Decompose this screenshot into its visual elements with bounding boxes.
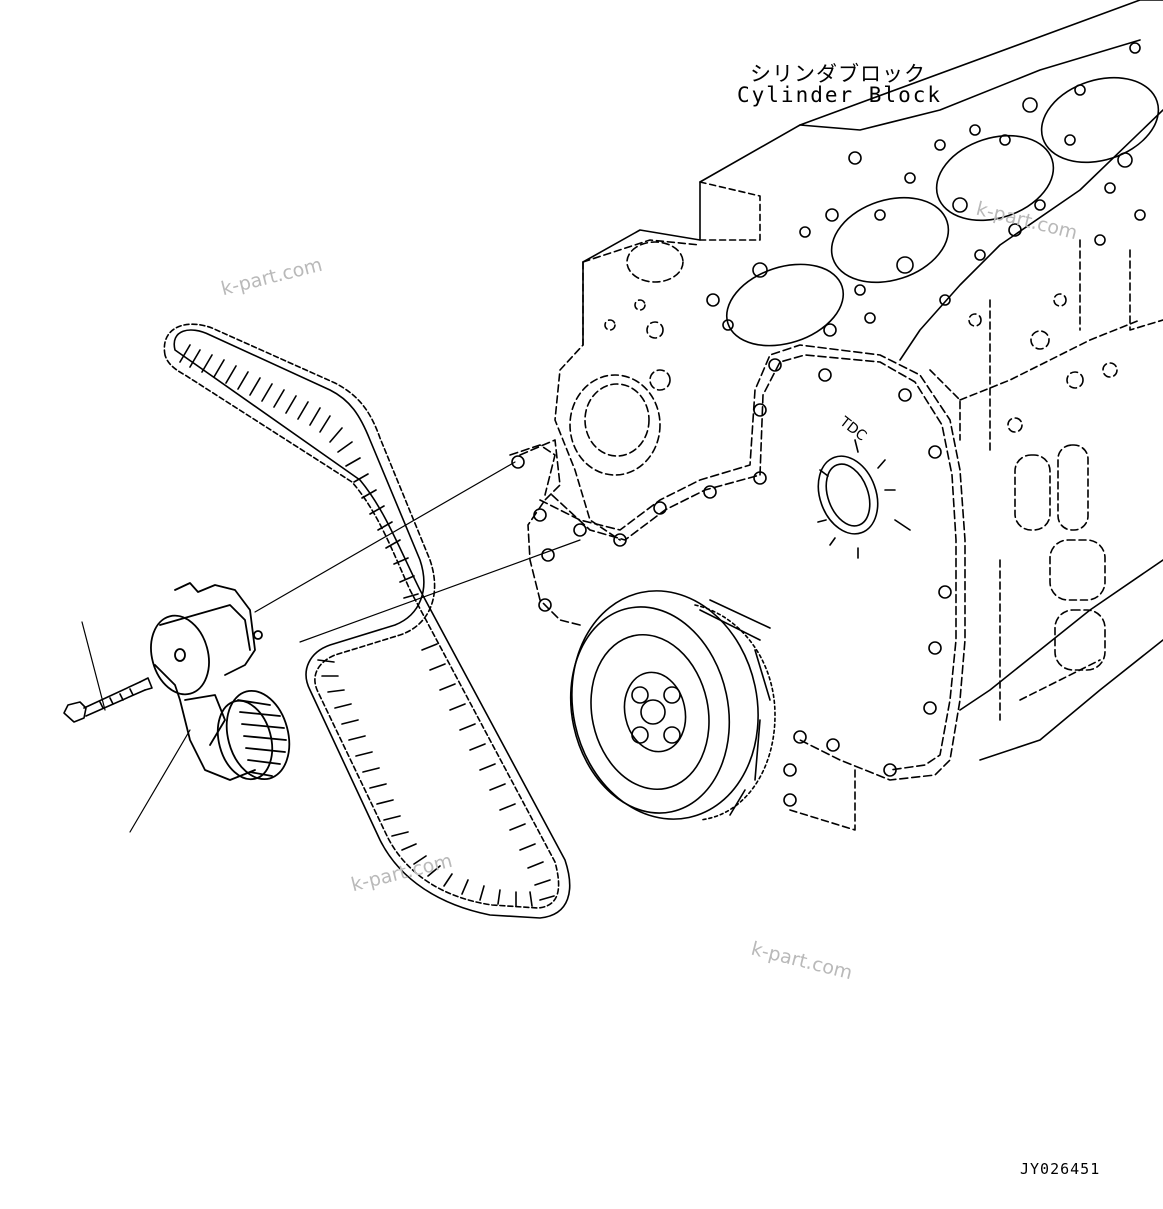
gear-cover-bolts bbox=[511, 358, 952, 807]
timing-window bbox=[817, 439, 911, 559]
alignment-lines bbox=[81, 461, 581, 833]
component-label-jp: シリンダブロック bbox=[750, 62, 926, 86]
deck-holes bbox=[706, 42, 1146, 337]
tdc-mark: TDC bbox=[836, 413, 870, 444]
cylinder-block bbox=[554, 0, 1163, 831]
belt-tensioner bbox=[150, 582, 291, 781]
drawing-code: JY026451 bbox=[1020, 1160, 1101, 1178]
component-label-en: Cylinder Block bbox=[737, 83, 943, 107]
crankshaft-pulley bbox=[569, 590, 776, 821]
cylinder-bores bbox=[725, 76, 1160, 347]
serpentine-belt bbox=[163, 323, 571, 919]
front-gear-cover bbox=[509, 344, 966, 781]
tensioner-bolt bbox=[63, 677, 153, 723]
